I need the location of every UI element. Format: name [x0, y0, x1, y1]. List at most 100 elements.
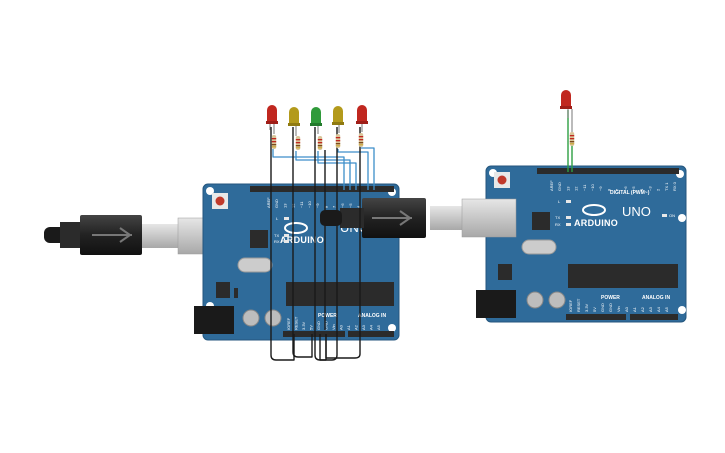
power-jack-2 [476, 290, 516, 318]
power-label: POWER [601, 295, 620, 301]
pin-label: 3.3V [301, 321, 306, 330]
regulator-2 [498, 264, 512, 280]
crystal-1 [237, 257, 273, 273]
pin-label: A1 [632, 306, 637, 312]
on-led-label: ON [669, 213, 675, 218]
pin-label: AREF [549, 180, 554, 191]
power-header-1 [283, 331, 345, 337]
pin-label: A0 [339, 324, 344, 330]
led-red-1[interactable] [266, 105, 278, 149]
pin-label: ~6 [623, 186, 628, 191]
analog-label: ANALOG IN [642, 295, 670, 301]
pin-label: ~6 [340, 203, 345, 208]
regulator-1 [216, 282, 230, 298]
signal-wire[interactable] [337, 149, 369, 190]
arduino-logo [284, 222, 308, 234]
pin-label: RX 0 [672, 181, 677, 191]
digital-header-1 [250, 186, 394, 192]
pin-label: 12 [574, 186, 579, 191]
signal-wire[interactable] [361, 147, 375, 190]
usb-chip-1 [250, 230, 268, 248]
led-rx-label: RX [274, 239, 280, 244]
pin-label: ~11 [299, 201, 304, 208]
pin-label: TX 1 [664, 182, 669, 191]
analog-header-2 [630, 314, 678, 320]
led-rx-label: RX [555, 222, 561, 227]
pin-label: GND [557, 182, 562, 191]
ground-wire[interactable] [325, 127, 361, 359]
digital-header-2 [537, 168, 679, 174]
pin-label: 5V [309, 325, 314, 330]
mount-hole [678, 214, 686, 222]
pin-label: RESET [576, 298, 581, 312]
pin-label: ~3 [647, 186, 652, 191]
pin-label: 4 [639, 188, 644, 191]
ground-wire[interactable] [292, 127, 313, 358]
led-l-label: L [558, 199, 561, 204]
pin-label: ~5 [348, 203, 353, 208]
pin-label: 4 [356, 205, 361, 208]
power-label: POWER [318, 313, 337, 319]
pin-label: ~5 [631, 186, 636, 191]
pin-label: ~10 [590, 183, 595, 191]
analog-header-1 [348, 331, 394, 337]
pin-label: IOREF [286, 317, 291, 330]
pin-label: GND [608, 303, 613, 312]
traffic-leds[interactable] [266, 105, 368, 150]
signal-wire[interactable] [295, 151, 351, 190]
crystal-2 [521, 239, 557, 255]
pin-label: 8 [606, 188, 611, 191]
led-red-2[interactable] [356, 105, 368, 147]
led-yellow-1[interactable] [288, 107, 301, 150]
pin-label: ~9 [598, 186, 603, 191]
led-board-2[interactable] [560, 90, 575, 146]
pin-label: 2 [656, 188, 661, 191]
pin-label: GND [316, 321, 321, 330]
pin-label: A4 [656, 306, 661, 312]
led-yellow-2[interactable] [332, 106, 344, 148]
signal-wire[interactable] [272, 149, 345, 190]
mcu-chip-1 [286, 282, 394, 306]
pin-label: 5V [592, 307, 597, 312]
board-1-brand: ARDUINO [280, 235, 324, 245]
capacitor [548, 291, 566, 309]
mount-hole [388, 324, 396, 332]
ground-wire[interactable] [319, 127, 338, 361]
pin-label: A2 [640, 306, 645, 312]
usb-chip-2 [532, 212, 550, 230]
pin-label: Vin [331, 324, 336, 330]
pin-label: ~10 [307, 200, 312, 208]
led-green[interactable] [310, 107, 323, 150]
power-header-2 [566, 314, 626, 320]
ground-wire[interactable] [270, 127, 295, 361]
pin-label: 13 [565, 186, 570, 191]
pin-label: A1 [346, 324, 351, 330]
pin-label: GND [324, 321, 329, 330]
pin-label: A0 [624, 306, 629, 312]
wires[interactable] [270, 110, 573, 361]
pin-label: 13 [282, 203, 287, 208]
pin-label: GND [274, 199, 279, 208]
pin-label: AREF [266, 197, 271, 208]
pin-label: 7 [332, 205, 337, 208]
capacitor [264, 309, 282, 327]
led-l-label: L [276, 216, 279, 221]
reset-button-cap[interactable] [497, 175, 507, 185]
pin-label: ~11 [582, 184, 587, 191]
pin-label: 3.3V [584, 303, 589, 312]
capacitor [242, 309, 260, 327]
pin-label: IOREF [568, 299, 573, 312]
led-tx-label: TX [274, 233, 279, 238]
led-tx-label: TX [555, 215, 560, 220]
pin-label: A2 [354, 324, 359, 330]
reset-button-cap[interactable] [215, 196, 225, 206]
pin-label: 8 [323, 205, 328, 208]
pin-label: A4 [369, 324, 374, 330]
arduino-logo [582, 204, 606, 216]
power-jack-1 [194, 306, 234, 334]
analog-label: ANALOG IN [358, 313, 386, 319]
mcu-chip-2 [568, 264, 678, 288]
